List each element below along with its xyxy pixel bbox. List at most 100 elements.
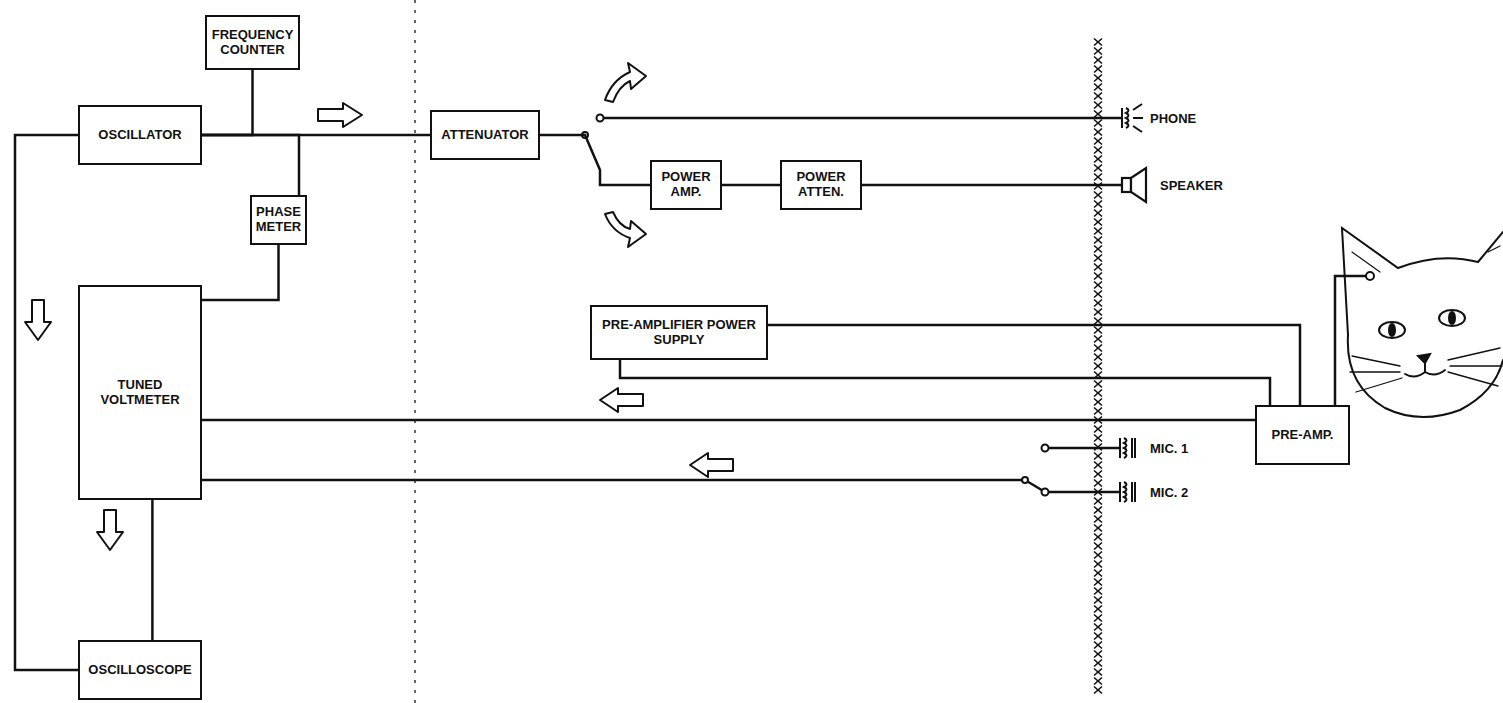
shield-line: [1094, 39, 1102, 694]
switch-contact: [582, 115, 1374, 496]
divider-line: [414, 0, 416, 703]
speaker-symbol: [1122, 178, 1131, 192]
shield-line: [1094, 75, 1102, 82]
shield-line: [1094, 66, 1102, 73]
shield-line: [1094, 678, 1102, 685]
switch-contact: [1022, 477, 1028, 483]
shield-line: [1094, 237, 1102, 244]
shield-line: [1094, 561, 1102, 568]
speaker-symbol: [1122, 168, 1146, 202]
signal-flow-arrow: [690, 453, 733, 477]
shield-line: [1094, 48, 1102, 55]
signal-wire: [151, 500, 154, 640]
wire: [850, 184, 1122, 187]
shield-line: [1094, 255, 1102, 262]
shield-line: [1094, 516, 1102, 523]
shield-line: [1094, 201, 1102, 208]
shield-line: [1094, 399, 1102, 406]
shield-line: [1094, 642, 1102, 649]
signal-wire: [722, 184, 780, 187]
counter-box: FREQUENCY COUNTER: [205, 15, 300, 70]
shield-line: [1094, 129, 1102, 136]
phone-symbol: [1133, 117, 1143, 119]
switch-contact: [1042, 445, 1049, 452]
shield-line: [1094, 93, 1102, 100]
shield-line: [1094, 543, 1102, 550]
shield-line: [1094, 354, 1102, 361]
shield-line: [1094, 687, 1102, 694]
device-label: PHONE: [1148, 111, 1198, 126]
shield-line: [1094, 678, 1102, 685]
microphone-symbol: [1131, 482, 1133, 502]
speaker-symbol: [1131, 168, 1146, 202]
box-label: FREQUENCY COUNTER: [211, 28, 294, 58]
phone-symbol: [1121, 108, 1123, 128]
divider-line: [414, 0, 416, 703]
shield-line: [1094, 597, 1102, 604]
cat-illustration: [1488, 246, 1500, 252]
shield-line: [1094, 246, 1102, 253]
shield-line: [1094, 129, 1102, 136]
shield-line: [1094, 165, 1102, 172]
shield-line: [1094, 156, 1102, 163]
signal-wire: [540, 135, 650, 185]
shield-line: [1094, 507, 1102, 514]
preamp-box: PRE-AMP.: [1255, 405, 1350, 465]
shield-line: [1094, 318, 1102, 325]
box-label: PRE-AMPLIFIER POWER SUPPLY: [596, 318, 762, 348]
shield-line: [1094, 39, 1102, 46]
shield-line: [1094, 111, 1102, 118]
shield-line: [1094, 462, 1102, 469]
shield-line: [1094, 282, 1102, 289]
shield-line: [1094, 291, 1102, 298]
shield-line: [1094, 552, 1102, 559]
shield-line: [1094, 498, 1102, 505]
signal-wire: [768, 325, 1300, 405]
cat-illustration: [1439, 310, 1465, 326]
shield-line: [1094, 480, 1102, 487]
signal-wire: [202, 245, 279, 300]
shield-line: [1094, 444, 1102, 451]
shield-line: [1094, 543, 1102, 550]
shield-line: [1094, 174, 1102, 181]
shield-line: [1094, 363, 1102, 370]
shield-line: [1094, 102, 1102, 109]
shield-line: [1094, 147, 1102, 154]
power-supply-box: PRE-AMPLIFIER POWER SUPPLY: [590, 305, 768, 360]
shield-line: [1094, 264, 1102, 271]
box-label: OSCILLOSCOPE: [88, 663, 191, 678]
shield-line: [1094, 642, 1102, 649]
microphone-symbol: [1134, 482, 1136, 502]
shield-line: [1094, 363, 1102, 370]
signal-flow-arrow: [318, 103, 362, 127]
shield-line: [1094, 84, 1102, 91]
device-label: MIC. 2: [1148, 485, 1190, 500]
microphone-symbol: [1120, 438, 1135, 502]
shield-line: [1094, 282, 1102, 289]
shield-line: [1094, 453, 1102, 460]
shield-line: [1094, 210, 1102, 217]
shield-line: [1094, 354, 1102, 361]
signal-wire: [202, 70, 253, 135]
shield-line: [1094, 687, 1102, 694]
shield-line: [1094, 345, 1102, 352]
shield-line: [1094, 669, 1102, 676]
device-label: SPEAKER: [1158, 178, 1225, 193]
shield-line: [1094, 120, 1102, 127]
box-label: ATTENUATOR: [441, 128, 528, 143]
shield-line: [1094, 381, 1102, 388]
device-label: MIC. 1: [1148, 441, 1190, 456]
shield-line: [1094, 552, 1102, 559]
signal-flow-arrow: [605, 63, 646, 102]
shield-line: [1094, 588, 1102, 595]
cat-illustration: [1449, 312, 1455, 324]
shield-line: [1094, 273, 1102, 280]
cat-illustration: [1352, 252, 1380, 272]
microphone-symbol: [1124, 482, 1127, 502]
shield-line: [1094, 588, 1102, 595]
shield-line: [1094, 156, 1102, 163]
box-label: PRE-AMP.: [1272, 428, 1334, 443]
signal-flow-arrow: [605, 212, 646, 247]
phone-symbol: [1133, 104, 1142, 110]
cat-illustration: [1448, 348, 1502, 386]
